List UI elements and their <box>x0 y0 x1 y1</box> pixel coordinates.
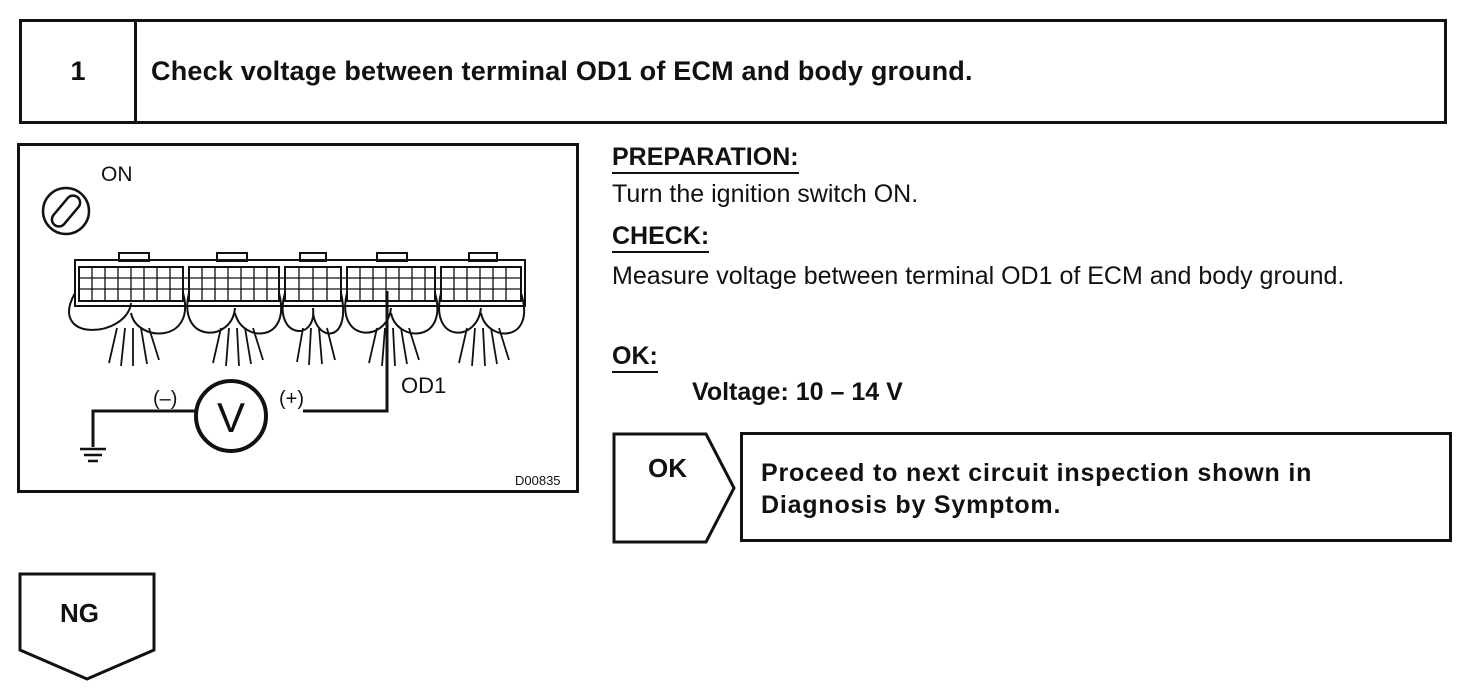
preparation-text: Turn the ignition switch ON. <box>612 180 919 208</box>
ok-spec-value: Voltage: 10 – 14 V <box>692 378 903 406</box>
step-number: 1 <box>22 22 137 121</box>
figure-code: D00835 <box>515 473 561 488</box>
ng-arrow-shape <box>18 572 156 681</box>
positive-probe-label: (+) <box>279 388 304 410</box>
ok-spec-heading: OK: <box>612 342 658 373</box>
wiring-diagram: ON <box>17 143 579 493</box>
ng-result-label: NG <box>60 598 99 628</box>
ok-arrow-shape <box>612 432 736 544</box>
terminal-od1-label: OD1 <box>401 373 446 398</box>
step-header: 1 Check voltage between terminal OD1 of … <box>19 19 1447 124</box>
ok-result-text: Proceed to next circuit inspection shown… <box>761 459 1313 519</box>
od1-lead-wire <box>303 291 389 413</box>
voltmeter-symbol: V <box>217 394 245 441</box>
step-title: Check voltage between terminal OD1 of EC… <box>151 56 973 86</box>
ground-lead-wire <box>91 409 196 447</box>
ground-symbol-icon <box>80 447 106 463</box>
ecm-connector-block <box>68 252 526 367</box>
check-heading: CHECK: <box>612 222 710 253</box>
ok-result-box: Proceed to next circuit inspection shown… <box>740 432 1452 542</box>
voltmeter-icon: V <box>194 379 268 453</box>
ignition-on-label: ON <box>101 163 133 186</box>
check-text: Measure voltage between terminal OD1 of … <box>612 262 1345 290</box>
ok-result-label: OK <box>648 453 687 483</box>
preparation-heading: PREPARATION: <box>612 143 799 174</box>
negative-probe-label: (–) <box>153 388 177 410</box>
ignition-switch-icon <box>41 186 91 236</box>
